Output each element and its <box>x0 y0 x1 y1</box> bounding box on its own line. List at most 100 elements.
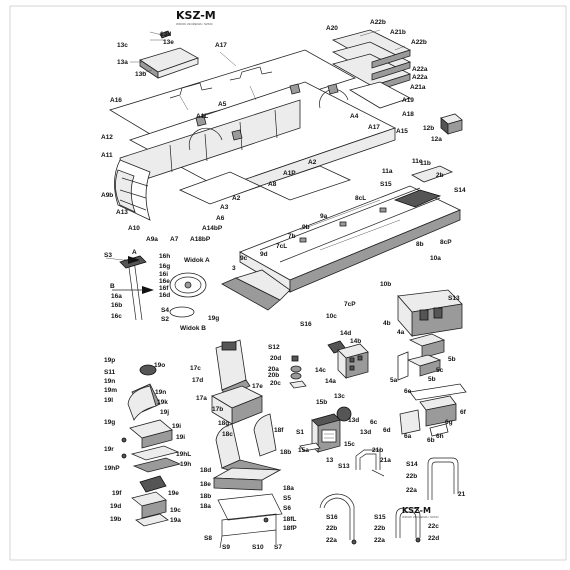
label-14c: 14c <box>315 367 326 374</box>
label-a21b: A21b <box>390 29 406 36</box>
part-12-box <box>440 113 463 135</box>
label-widok-a: Widok A <box>184 257 210 264</box>
label-4b: 4b <box>383 320 391 327</box>
label-s12: S12 <box>268 344 280 351</box>
label-7cp: 7cP <box>344 301 356 308</box>
label-15a: 15a <box>298 447 309 454</box>
part-19-seat-exploded <box>121 364 182 527</box>
footer-logo-tagline: WIDOK ZŁOŻENIA / SZKIC <box>402 514 440 519</box>
label-a4: A4 <box>350 113 359 120</box>
label-11b: 11b <box>420 160 431 167</box>
label-17e: 17e <box>252 383 263 390</box>
label-s5: S5 <box>283 495 291 502</box>
label-s6: S6 <box>283 505 291 512</box>
label-22a-3: 22a <box>374 537 385 544</box>
label-5a: 5a <box>390 377 398 384</box>
label-a10: A10 <box>128 225 140 232</box>
label-a21a: A21a <box>410 84 426 91</box>
label-19d: 19d <box>110 503 121 510</box>
label-18c: 18c <box>222 431 233 438</box>
label-12b: 12b <box>423 125 434 132</box>
label-12a: 12a <box>431 136 442 143</box>
label-8cp: 8cP <box>440 239 452 246</box>
part-17-driver-seat <box>211 339 263 425</box>
label-22b-3: 22b <box>374 525 385 532</box>
label-20b: 20b <box>268 372 279 379</box>
label-16c: 16c <box>111 313 122 320</box>
label-16g: 16g <box>159 263 170 270</box>
label-widok-b: Widok B <box>180 325 206 332</box>
label-11c: 11c <box>412 158 423 165</box>
label-a7: A7 <box>170 236 179 243</box>
label-10b: 10b <box>380 281 391 288</box>
label-4a: 4a <box>397 329 405 336</box>
label-17b: 17b <box>212 406 223 413</box>
label-s16: S16 <box>300 321 312 328</box>
label-11a: 11a <box>382 168 393 175</box>
label-19k: 19k <box>157 399 168 406</box>
label-18a: 18a <box>200 503 211 510</box>
label-a12: A12 <box>101 134 113 141</box>
label-s4: S4 <box>161 307 169 314</box>
label-13d-2: 13d <box>348 417 359 424</box>
label-19a: 19a <box>170 517 181 524</box>
label-6a: 6a <box>404 433 412 440</box>
label-20d: 20d <box>270 355 281 362</box>
part-18-double-seat <box>212 413 283 549</box>
part-13-roof-unit <box>130 30 199 79</box>
label-21: 21 <box>458 491 466 498</box>
label-7b: 7b <box>288 233 296 240</box>
label-19r: 19r <box>104 446 114 453</box>
part-5-boxes <box>397 333 446 381</box>
label-16h: 16h <box>159 253 170 260</box>
label-22b: 22b <box>406 473 417 480</box>
label-19e: 19e <box>168 490 179 497</box>
label-18a-r: 18a <box>283 485 294 492</box>
footer-logo-text: KSZ-M <box>402 506 431 515</box>
label-arrow-a: A <box>132 249 137 256</box>
part-3-bumper <box>221 269 291 311</box>
label-19h: 19h <box>180 461 191 468</box>
label-a9a: A9a <box>146 236 158 243</box>
label-s14-b: S14 <box>406 461 418 468</box>
label-17c: 17c <box>190 365 201 372</box>
label-6b: 6b <box>427 437 435 444</box>
part-6-side-boxes <box>399 383 467 437</box>
label-19g-top: 19g <box>208 315 219 322</box>
label-13a: 13a <box>117 59 128 66</box>
label-a15: A15 <box>396 128 408 135</box>
label-s7: S7 <box>274 544 282 551</box>
label-2b: 2b <box>436 172 444 179</box>
label-16d: 16d <box>159 292 170 299</box>
label-s13-b: S13 <box>338 463 350 470</box>
label-5c: 5c <box>436 367 444 374</box>
part-13-frame <box>355 449 381 470</box>
label-19i-2: 19i <box>176 434 185 441</box>
label-10a: 10a <box>430 255 441 262</box>
label-22a: 22a <box>406 487 417 494</box>
label-17a: 17a <box>196 395 207 402</box>
label-20a: 20a <box>268 366 279 373</box>
label-a13: A13 <box>116 209 128 216</box>
label-9a: 9a <box>320 213 328 220</box>
label-20c: 20c <box>270 380 281 387</box>
label-a17: A17 <box>215 42 227 49</box>
label-a22a-2: A22a <box>412 74 428 81</box>
label-s15-b: S15 <box>374 514 386 521</box>
label-s10: S10 <box>252 544 264 551</box>
label-6c: 6c <box>370 419 378 426</box>
label-s16-b: S16 <box>326 514 338 521</box>
label-a18: A18 <box>402 111 414 118</box>
label-16f: 16f <box>159 285 169 292</box>
label-a9b: A9b <box>101 192 113 199</box>
label-18b: 18b <box>200 493 211 500</box>
label-8cl: 8cL <box>355 195 366 202</box>
label-6f: 6f <box>460 409 467 416</box>
label-s1: S1 <box>296 429 304 436</box>
label-19i: 19i <box>172 423 181 430</box>
label-s3: S3 <box>104 252 112 259</box>
label-14b: 14b <box>350 338 361 345</box>
label-19g: 19g <box>104 419 115 426</box>
label-a22b: A22b <box>370 19 386 26</box>
